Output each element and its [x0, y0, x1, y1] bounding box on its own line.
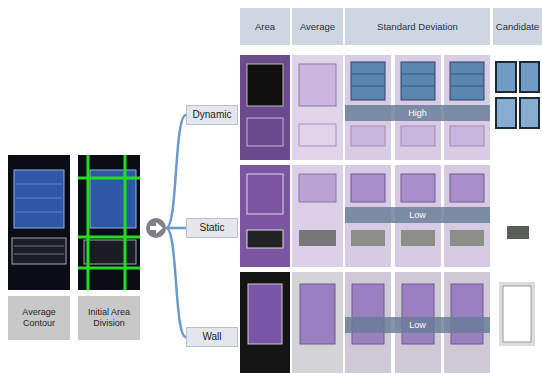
sd-lower	[351, 126, 385, 146]
window-lines	[16, 184, 62, 212]
sd-window-lines	[351, 74, 484, 86]
node-text: Average Contour	[10, 307, 68, 329]
node-text: Standard Deviation	[377, 21, 458, 32]
candidate-tile	[493, 55, 542, 160]
image-label: Initial Area Division	[78, 296, 140, 340]
column-header: Area	[240, 8, 290, 45]
level-band: Low	[345, 317, 490, 333]
area-window	[247, 64, 283, 106]
candidate-shadow	[499, 282, 535, 346]
category-box: Dynamic	[186, 105, 238, 125]
candidate-piece	[503, 286, 531, 342]
node-text: Dynamic	[193, 109, 232, 121]
average-lower	[299, 124, 336, 146]
candidate-tile	[493, 165, 542, 267]
node-text: Initial Area Division	[80, 307, 138, 329]
area-window	[248, 284, 282, 344]
initial-division-image	[78, 155, 140, 290]
dynamic-row	[240, 55, 542, 160]
window-contour	[14, 170, 64, 228]
sd-window	[401, 174, 435, 202]
category-box: Wall	[186, 327, 238, 347]
sd-window	[450, 62, 484, 100]
division-grid	[78, 155, 140, 290]
area-lower	[247, 118, 283, 146]
arrow-circle	[146, 218, 166, 238]
image-ground	[8, 155, 70, 290]
candidate-piece	[520, 62, 539, 92]
arrow-glyph	[150, 222, 163, 234]
static-row	[240, 165, 542, 267]
column-header: Standard Deviation	[345, 8, 490, 45]
node-text: Static	[199, 222, 224, 234]
branch-lines	[166, 115, 186, 337]
image-ground	[78, 155, 140, 290]
area-lower	[247, 230, 283, 248]
sd-window	[351, 174, 385, 202]
average-tile	[292, 272, 343, 373]
node-text: Low	[409, 210, 426, 221]
column-header: Candidate	[493, 8, 542, 45]
sd-lower	[450, 230, 484, 246]
average-tile	[292, 55, 343, 160]
lower-contour	[84, 240, 136, 264]
area-tile	[240, 272, 290, 373]
sd-lower	[351, 230, 385, 246]
sd-window	[451, 284, 483, 344]
average-window	[299, 64, 336, 106]
sd-window	[352, 284, 384, 344]
sd-window	[450, 174, 484, 202]
average-lower	[299, 230, 336, 246]
wall-row	[240, 272, 542, 373]
average-tile	[292, 165, 343, 267]
node-text: Candidate	[496, 21, 539, 32]
sd-window	[402, 284, 434, 344]
sd-window	[401, 62, 435, 100]
average-window	[300, 284, 335, 344]
candidate-piece	[520, 98, 539, 128]
candidate-piece	[507, 226, 529, 239]
node-text: Low	[409, 320, 426, 331]
image-label: Average Contour	[8, 296, 70, 340]
node-text: High	[408, 108, 427, 119]
average-contour-image	[8, 155, 70, 290]
area-tile	[240, 165, 290, 267]
average-window	[299, 174, 336, 202]
node-text: Area	[255, 21, 275, 32]
candidate-tile	[493, 272, 542, 373]
candidate-piece	[496, 98, 516, 128]
sd-lower	[401, 126, 435, 146]
area-window	[247, 174, 283, 214]
level-band: Low	[345, 207, 490, 223]
candidate-piece	[496, 62, 516, 92]
branch-icon	[146, 115, 186, 337]
sd-lower	[450, 126, 484, 146]
area-tile	[240, 55, 290, 160]
category-box: Static	[186, 218, 238, 238]
lower-lines	[14, 246, 64, 254]
node-text: Average	[300, 21, 335, 32]
sd-lower	[401, 230, 435, 246]
lower-contour	[12, 238, 66, 264]
sd-window	[351, 62, 385, 100]
level-band: High	[345, 105, 490, 121]
node-text: Wall	[202, 331, 221, 343]
column-header: Average	[292, 8, 343, 45]
